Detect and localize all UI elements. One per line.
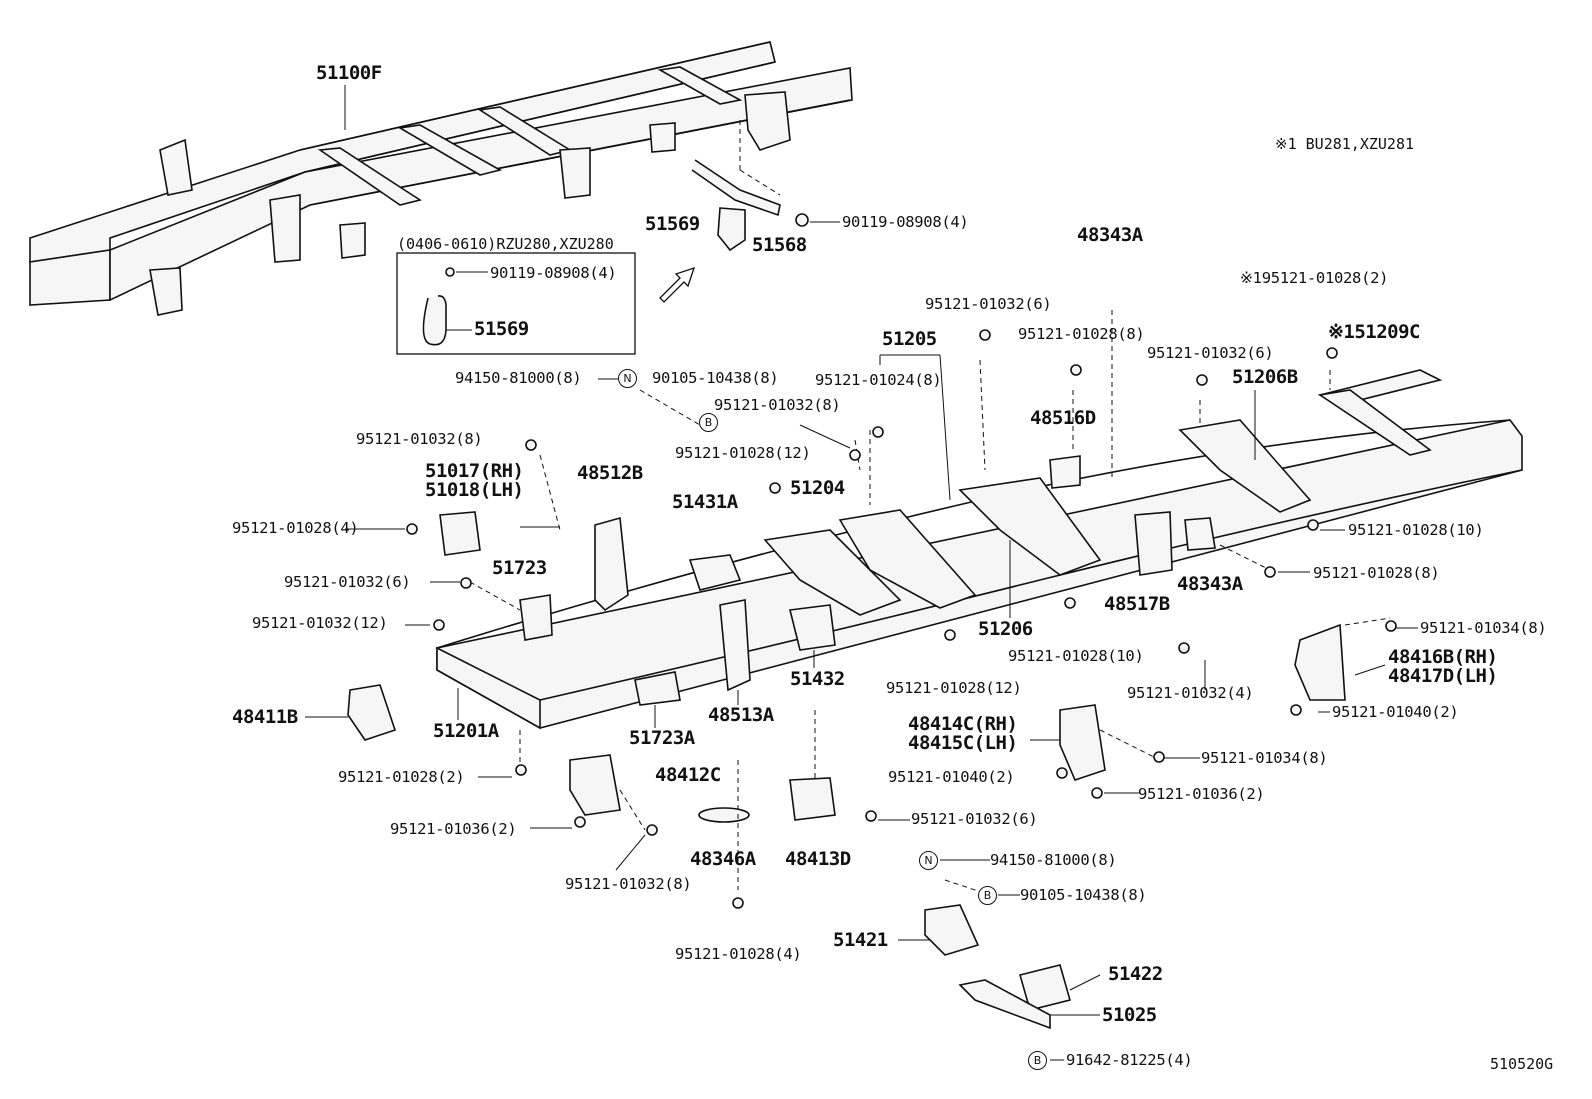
part-48343A-top: 48343A: [1077, 224, 1143, 246]
part-51421: 51421: [833, 929, 888, 951]
bolt-95121-01028-12-a: 95121-01028(12): [675, 444, 811, 462]
bolt-90105-10438-a: 90105-10438(8): [652, 369, 779, 387]
bolt-95121-01028-12-b: 95121-01028(12): [886, 679, 1022, 697]
crossmembers: [763, 389, 1432, 616]
part-51018-lh: 51018(LH): [425, 479, 524, 501]
part-51209C: ※151209C: [1328, 321, 1421, 343]
hangers-and-brackets: [347, 511, 1346, 1030]
bolt-90105-10438-b: 90105-10438(8): [1020, 886, 1147, 904]
part-51432: 51432: [790, 668, 845, 690]
bolt-95121-01028-8-b: 95121-01028(8): [1313, 564, 1440, 582]
bolt-91642-81225: 91642-81225(4): [1066, 1051, 1193, 1069]
part-48415C-lh: 48415C(LH): [908, 732, 1018, 754]
part-51568: 51568: [752, 234, 807, 256]
part-51723A: 51723A: [629, 727, 695, 749]
part-51204: 51204: [790, 477, 845, 499]
inset-header: (0406-0610)RZU280,XZU280: [397, 235, 614, 253]
bolt-95121-01028-2: 95121-01028(2): [338, 768, 465, 786]
bolt-95121-01034-8-b: 95121-01034(8): [1201, 749, 1328, 767]
bolt-95121-01032-6-d: 95121-01032(6): [911, 810, 1038, 828]
bolt-95121-01032-12: 95121-01032(12): [252, 614, 388, 632]
inset-box: [396, 252, 696, 355]
bolt-95121-01036-2-a: 95121-01036(2): [1138, 785, 1265, 803]
leader-lines: [305, 85, 1418, 1061]
dashed-guides: [469, 310, 1391, 896]
part-48517B: 48517B: [1104, 593, 1170, 615]
part-48411B: 48411B: [232, 706, 298, 728]
bolt-95121-01032-4: 95121-01032(4): [1127, 684, 1254, 702]
part-48416B-rh: 48416B(RH): [1388, 646, 1498, 668]
part-48346A: 48346A: [690, 848, 756, 870]
part-51569: 51569: [645, 213, 700, 235]
symbol-b-b: B: [978, 886, 997, 905]
symbol-n-a: N: [618, 369, 637, 388]
figure-code: 510520G: [1490, 1055, 1554, 1073]
bolt-95121-01028-10-b: 95121-01028(10): [1008, 647, 1144, 665]
bracket-51569-51568: [691, 120, 840, 252]
bolt-95121-01032-6-b: 95121-01032(6): [1147, 344, 1274, 362]
part-51206B: 51206B: [1232, 366, 1298, 388]
bolt-95121-01028-4-a: 95121-01028(4): [232, 519, 359, 537]
bolt-95121-01032-8-a: 95121-01032(8): [714, 396, 841, 414]
part-48512B: 48512B: [577, 462, 643, 484]
bolt-95121-01034-8-a: 95121-01034(8): [1420, 619, 1547, 637]
part-51025: 51025: [1102, 1004, 1157, 1026]
bolt-95121-01032-8-c: 95121-01032(8): [565, 875, 692, 893]
part-51422: 51422: [1108, 963, 1163, 985]
bolt-95121-01040-2-b: 95121-01040(2): [888, 768, 1015, 786]
bolt-94150-81000-a: 94150-81000(8): [455, 369, 582, 387]
bolt-94150-81000-b: 94150-81000(8): [990, 851, 1117, 869]
symbol-b-c: B: [1028, 1051, 1047, 1070]
bolt-95121-01032-6-a: 95121-01032(6): [925, 295, 1052, 313]
fasteners: [406, 329, 1397, 909]
bolt-95121-01024-8: 95121-01024(8): [815, 371, 942, 389]
bolt-95121-01028-4-b: 95121-01028(4): [675, 945, 802, 963]
bolt-95121-01032-8-b: 95121-01032(8): [356, 430, 483, 448]
symbol-b-a: B: [699, 413, 718, 432]
part-51205: 51205: [882, 328, 937, 350]
part-51206: 51206: [978, 618, 1033, 640]
bolt-95121-01036-2-b: 95121-01036(2): [390, 820, 517, 838]
inset-bolt-90119: 90119-08908(4): [490, 264, 617, 282]
bolt-90119-08908: 90119-08908(4): [842, 213, 969, 231]
part-48412C: 48412C: [655, 764, 721, 786]
part-48513A: 48513A: [708, 704, 774, 726]
bolt-95121-01032-6-c: 95121-01032(6): [284, 573, 411, 591]
part-48516D: 48516D: [1030, 407, 1096, 429]
bolt-95121-01028-10-a: 95121-01028(10): [1348, 521, 1484, 539]
part-51017-rh: 51017(RH): [425, 460, 524, 482]
part-48417D-lh: 48417D(LH): [1388, 665, 1498, 687]
part-51723: 51723: [492, 557, 547, 579]
part-51431A: 51431A: [672, 491, 738, 513]
bolt-95121-01028-2-note: ※195121-01028(2): [1240, 269, 1389, 287]
bolt-95121-01040-2-a: 95121-01040(2): [1332, 703, 1459, 721]
part-51100F: 51100F: [316, 62, 382, 84]
note-1: ※1 BU281,XZU281: [1275, 135, 1414, 153]
upper-frame-assembly: [29, 41, 853, 316]
part-48343A-mid: 48343A: [1177, 573, 1243, 595]
bolt-95121-01028-8-a: 95121-01028(8): [1018, 325, 1145, 343]
part-51201A: 51201A: [433, 720, 499, 742]
inset-part-51569: 51569: [474, 318, 529, 340]
part-48414C-rh: 48414C(RH): [908, 713, 1018, 735]
part-48413D: 48413D: [785, 848, 851, 870]
symbol-n-b: N: [919, 851, 938, 870]
